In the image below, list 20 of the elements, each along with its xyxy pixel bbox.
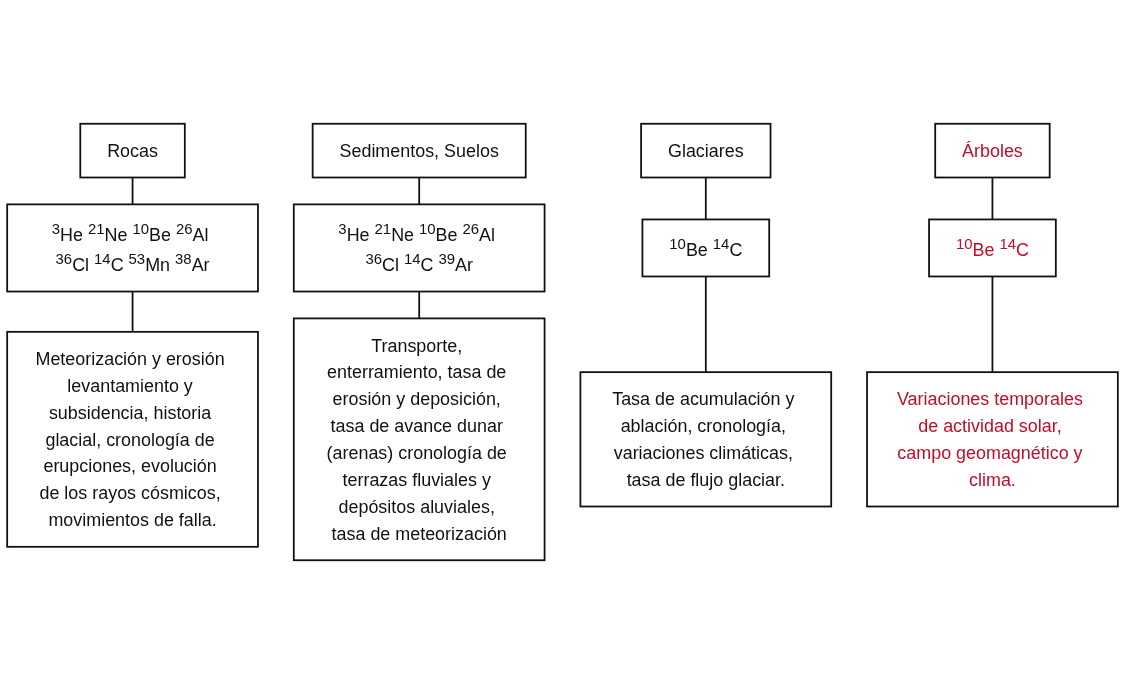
node-box: $^{3}$He $^{21}$Ne $^{10}$Be $^{26}$Al $^{36}$Cl $^{14}$C $^{39}$Ar: [292, 203, 546, 293]
connector: [704, 176, 707, 221]
connector: [418, 176, 421, 206]
node-box: Glaciares: [640, 122, 772, 179]
node-box: Tasa de acumulación y ablación, cronología, variaciones climáticas, tasa de flujo glaciar.: [579, 371, 833, 508]
connector: [991, 275, 994, 374]
node-box: $^{3}$He $^{21}$Ne $^{10}$Be $^{26}$Al $^{36}$Cl $^{14}$C $^{53}$Mn $^{38}$Ar: [6, 203, 259, 293]
node-box: Rocas: [79, 122, 186, 179]
connector: [418, 290, 421, 320]
node-box: Árboles: [934, 122, 1051, 179]
connector: [991, 176, 994, 221]
node-box: Sedimentos, Suelos: [311, 122, 527, 179]
node-box: Meteorización y erosión levantamiento y subsidencia, historia glacial, cronología de erupciones, evolución de los rayos cósmicos, movimientos de falla.: [6, 330, 259, 548]
connector: [704, 275, 707, 374]
node-box: Transporte, enterramiento, tasa de erosión y deposición, tasa de avance dunar (arenas) cronología de terrazas fluviales y depósitos aluviales, tasa de meteorización: [292, 317, 546, 562]
node-box: $^{10}$Be $^{14}$C: [928, 218, 1057, 278]
node-box: Variaciones temporales de actividad solar, campo geomagnético y clima.: [866, 371, 1119, 508]
connector: [131, 290, 134, 333]
connector: [131, 176, 134, 206]
node-box: $^{10}$Be $^{14}$C: [641, 218, 771, 278]
